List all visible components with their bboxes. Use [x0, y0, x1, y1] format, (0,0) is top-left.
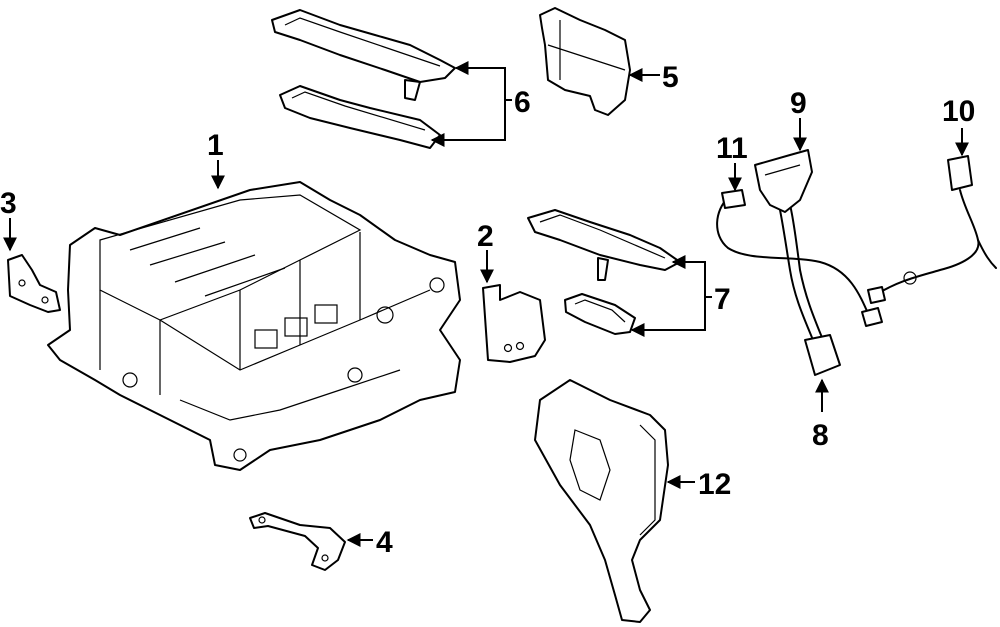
cover-part-12 [534, 379, 669, 623]
callout-10: 10 [942, 95, 975, 128]
bracket-part-4 [249, 512, 346, 571]
gasket-part-6-upper [271, 9, 456, 101]
cover-part-5 [539, 7, 631, 116]
callout-7: 7 [714, 283, 731, 316]
callout-labels: 1 2 3 4 5 6 7 8 9 10 11 12 [0, 61, 975, 559]
callout-1: 1 [207, 129, 224, 162]
callout-2: 2 [477, 220, 494, 253]
callout-leaders [3, 61, 969, 547]
callout-4: 4 [376, 526, 393, 559]
callout-9: 9 [790, 87, 807, 120]
inverter-assembly-part [47, 181, 461, 471]
bracket-part-2 [482, 284, 546, 363]
connector-part-9 [754, 149, 813, 213]
callout-12: 12 [698, 468, 731, 501]
callout-8: 8 [812, 419, 829, 452]
callout-5: 5 [662, 61, 679, 94]
bracket-part-3 [7, 254, 61, 313]
callout-11: 11 [716, 132, 748, 165]
callout-3: 3 [0, 187, 17, 220]
seal-part-7-lower [564, 293, 636, 335]
callout-6: 6 [514, 86, 531, 119]
gasket-part-7-upper [527, 209, 681, 281]
harness-part-10 [867, 155, 997, 304]
harness-part-11 [716, 189, 883, 327]
